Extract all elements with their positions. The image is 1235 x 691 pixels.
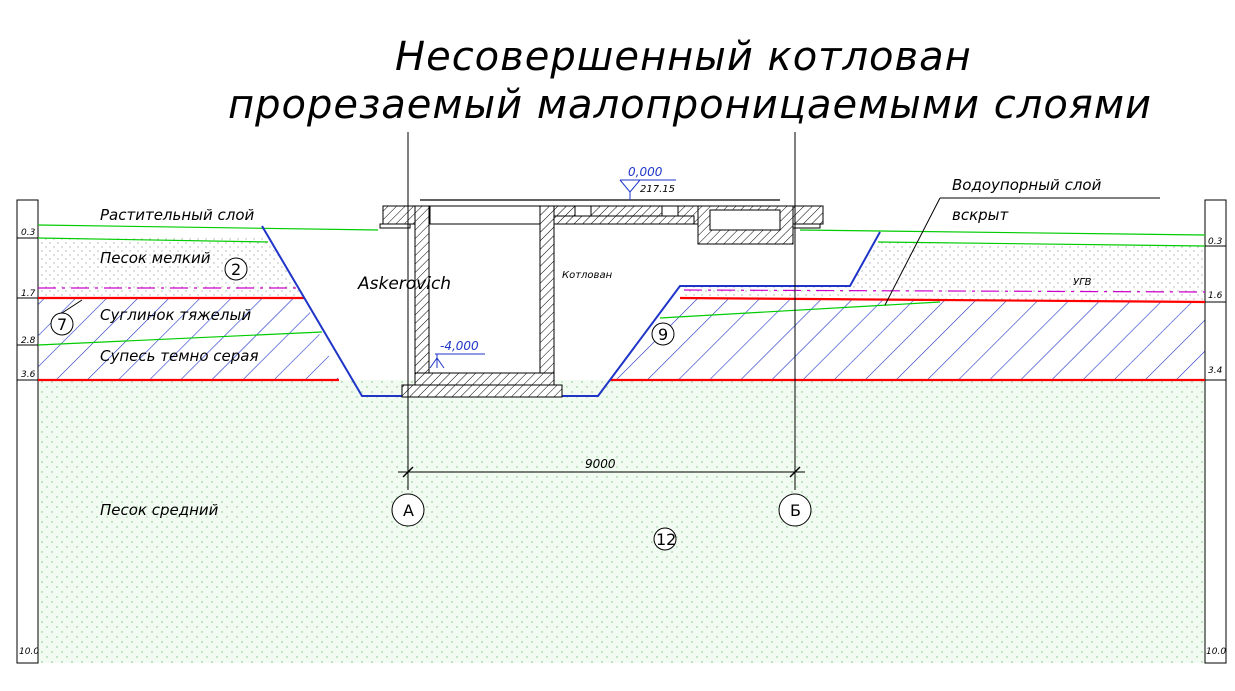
loam-right	[610, 298, 1205, 380]
pit-outline	[261, 225, 881, 397]
fine-sand-top-left	[37, 237, 269, 243]
axis-marker-b	[778, 493, 812, 527]
title-line-2: прорезаемый малопроницаемыми слоями	[228, 82, 1152, 128]
left-depth-4: 10.0	[19, 647, 39, 657]
topsoil-line-left	[37, 224, 379, 231]
loam-boundary-left	[37, 331, 323, 346]
topsoil-label: Растительный слой	[100, 206, 255, 224]
title-line-1: Несовершенный котлован	[395, 34, 972, 80]
loam-boundary-right	[659, 301, 941, 319]
borehole-left	[16, 199, 39, 664]
red-line-1-6-right	[679, 296, 1206, 304]
fine-sand-top-right	[877, 241, 1206, 247]
axis-marker-a	[391, 493, 425, 527]
elevation-top-absolute: 217.15	[640, 184, 675, 195]
layer-number-circle-2	[224, 257, 248, 281]
foundation-structure	[379, 199, 824, 398]
sandy-loam-label: Супесь темно серая	[100, 347, 259, 365]
soil-layers	[38, 238, 1205, 663]
right-depth-1: 1.6	[1208, 291, 1223, 301]
axis-label-b: Б	[790, 501, 801, 520]
groundwater-line-right	[683, 289, 1206, 293]
callout-line-2: вскрыт	[952, 206, 1010, 224]
layer-number-12: 12	[656, 530, 676, 549]
callout-line-1: Водоупорный слой	[952, 176, 1102, 194]
left-depth-0: 0.3	[21, 228, 36, 238]
dimension-label: 9000	[585, 457, 616, 471]
layer-number-2: 2	[231, 260, 241, 279]
elevation-top-relative: 0,000	[628, 165, 663, 179]
fine-sand-label: Песок мелкий	[100, 249, 211, 267]
axis-lines	[391, 132, 812, 527]
axis-label-a: А	[403, 501, 414, 520]
heavy-loam-label: Суглинок тяжелый	[100, 306, 251, 324]
layer-number-circle-12	[653, 527, 677, 551]
medium-sand-label: Песок средний	[100, 501, 219, 519]
elevation-bottom: -4,000	[440, 339, 479, 353]
topsoil-line-right	[799, 229, 1206, 236]
borehole-right	[1204, 199, 1227, 664]
groundwater-label: УГВ	[1073, 277, 1092, 288]
layer-number-7: 7	[57, 315, 67, 334]
fine-sand-right	[680, 242, 1205, 302]
right-depth-3: 10.0	[1206, 647, 1226, 657]
left-depth-3: 3.6	[21, 370, 36, 380]
left-depth-2: 2.8	[21, 336, 36, 346]
fine-sand-left	[38, 238, 304, 298]
loam-left	[38, 298, 339, 380]
boundary-lines	[37, 224, 1206, 382]
callout-leader	[884, 197, 1160, 306]
right-depth-0: 0.3	[1208, 237, 1223, 247]
pit-label: Котлован	[562, 270, 613, 281]
left-depth-1: 1.7	[21, 289, 36, 299]
right-depth-2: 3.4	[1208, 366, 1223, 376]
elevation-markers	[429, 179, 676, 369]
medium-sand-layer	[38, 380, 1205, 663]
layer-number-circle-9	[651, 322, 675, 346]
layer-number-9: 9	[658, 325, 668, 344]
author-label: Askerovich	[357, 274, 451, 294]
